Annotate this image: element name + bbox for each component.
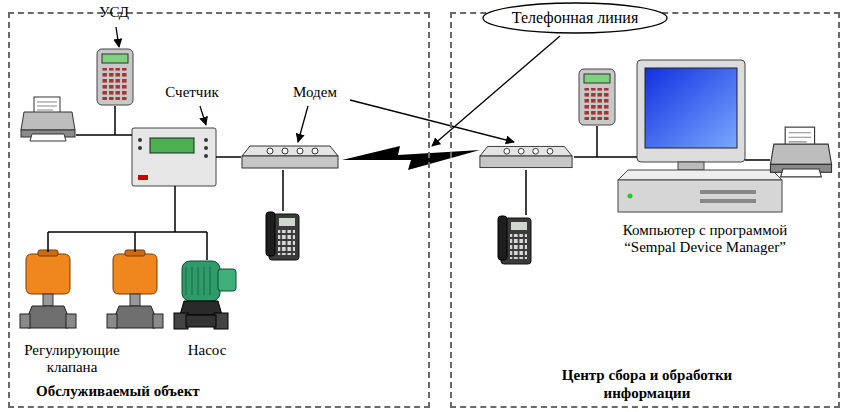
device-label: Компьютер с программой “Sempal Device Ma… bbox=[605, 222, 805, 256]
telephone-icon bbox=[498, 216, 531, 264]
printer-icon bbox=[770, 127, 831, 177]
meter-icon bbox=[132, 128, 216, 186]
phone-line-bolt bbox=[342, 146, 480, 170]
device-label: Счетчик bbox=[147, 84, 237, 101]
device-label: Насос bbox=[172, 342, 242, 359]
modem-icon bbox=[242, 146, 338, 168]
device-label: Модем bbox=[275, 84, 355, 101]
computer-icon bbox=[618, 60, 782, 212]
valve-icon bbox=[20, 250, 76, 328]
control-unit-icon bbox=[579, 69, 615, 125]
printer-icon bbox=[21, 97, 75, 141]
dashed-region: Центр сбора и обработки информации bbox=[450, 12, 840, 408]
device-label: УСД bbox=[84, 4, 144, 21]
pump-icon bbox=[174, 261, 236, 329]
modem-icon bbox=[480, 146, 572, 167]
wire bbox=[48, 106, 283, 260]
valve-icon bbox=[107, 250, 163, 328]
ellipse-label: Телефонная линия bbox=[512, 9, 639, 27]
control-unit-icon bbox=[97, 49, 133, 105]
device-label: Регулирующие клапана bbox=[12, 342, 132, 376]
leader-line bbox=[116, 27, 560, 146]
region-title: Центр сбора и обработки информации bbox=[537, 366, 757, 402]
telephone-icon bbox=[266, 212, 299, 260]
wire bbox=[526, 126, 770, 215]
region-title: Обслуживаемый объект bbox=[36, 382, 336, 400]
label-ellipse: Телефонная линия bbox=[482, 2, 668, 34]
